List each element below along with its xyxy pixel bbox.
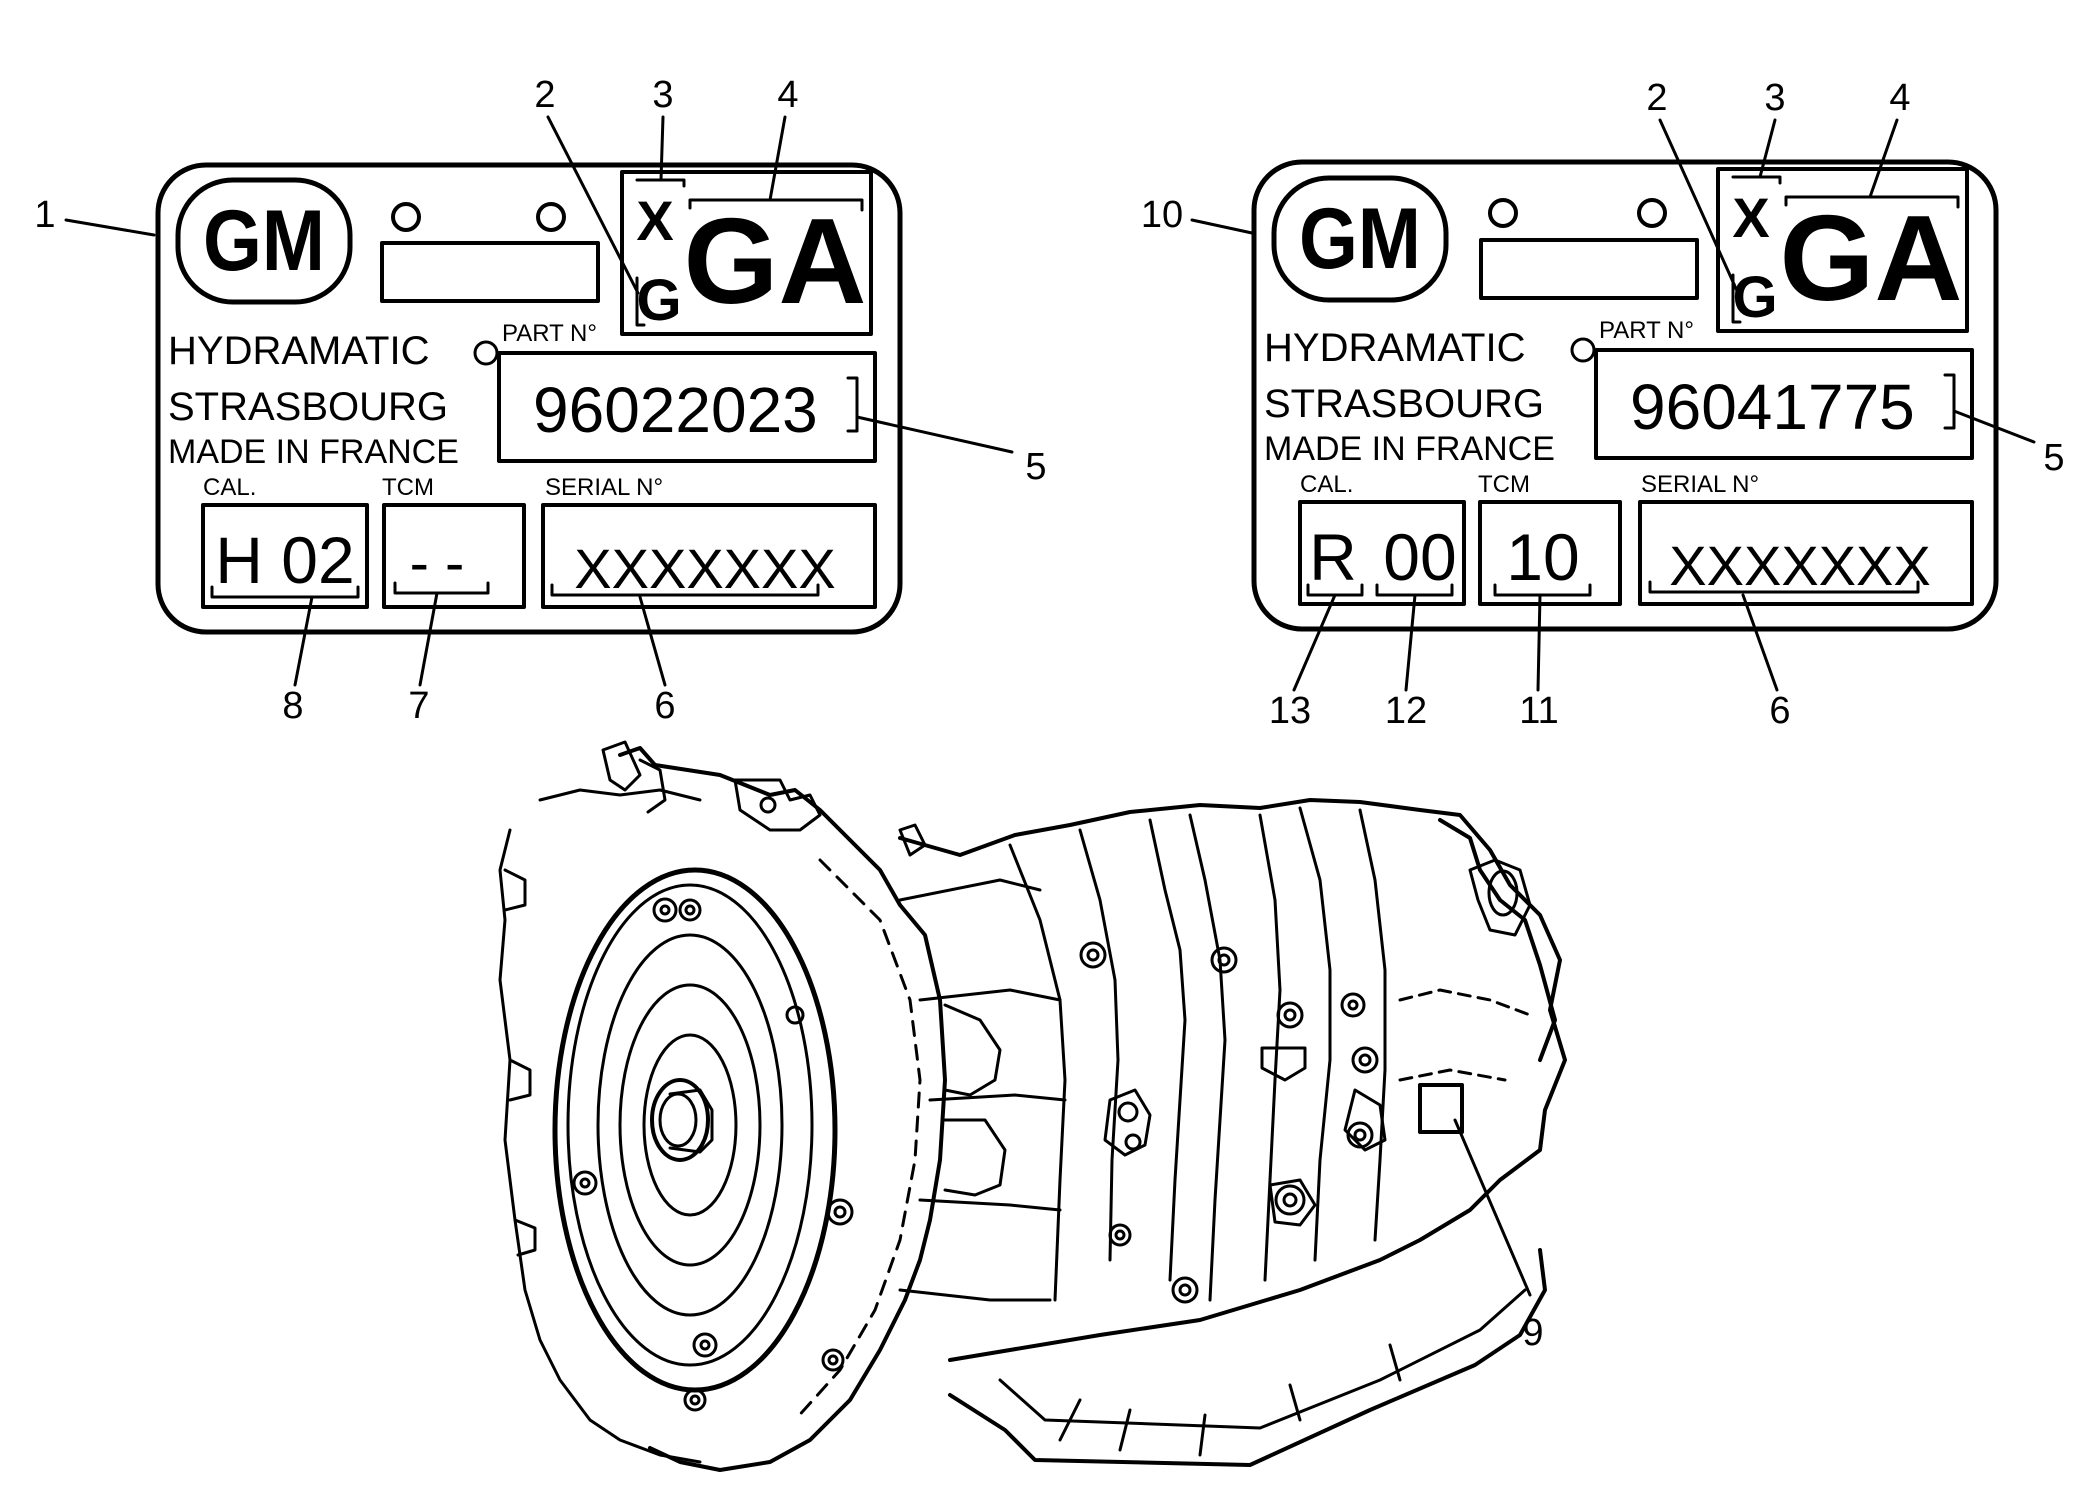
maker-line-1: HYDRAMATIC [1264,326,1525,370]
callout-10: 10 [1141,194,1183,236]
callout-4: 4 [1889,77,1910,119]
bracket-mark [1784,195,1960,209]
code-small-top: X [636,189,673,252]
callout-2: 2 [1646,77,1667,119]
callout-13: 13 [1269,690,1311,732]
maker-line-2: STRASBOURG [1264,382,1544,426]
rivet-hole [1637,198,1667,228]
gm-logo-badge [1271,175,1449,303]
tcm-box [382,503,526,609]
maker-line-1: HYDRAMATIC [168,329,429,373]
serial-caption: SERIAL N° [545,474,663,501]
rivet-hole [536,202,566,232]
cal-caption: CAL. [1300,471,1353,498]
code-box [620,170,873,336]
label-left: GM X G GA HYDRAMATIC STRASBOURG MADE IN … [155,162,903,635]
callout-5: 5 [1025,446,1046,488]
serial-box [1638,500,1974,606]
tcm-value: - - [410,531,465,596]
callout-3: 3 [652,74,673,116]
cal-digits: 00 [1383,520,1456,594]
part-number-box [497,351,877,463]
gm-logo-badge [175,177,353,305]
code-small-top: X [1732,186,1769,249]
tcm-box [1478,500,1622,606]
callout-9: 9 [1522,1312,1543,1354]
label-right: GM X G GA HYDRAMATIC STRASBOURG MADE IN … [1251,159,1999,632]
serial-value: XXXXXXX [1669,534,1930,597]
gm-logo-text: GM [203,193,325,289]
rivet-hole [391,202,421,232]
part-caption: PART N° [1599,317,1694,344]
serial-box [541,503,877,609]
transmission-illustration [498,740,1567,1472]
callout-8: 8 [282,685,303,727]
code-small-bottom: G [636,268,681,333]
code-large: GA [684,193,867,329]
tcm-caption: TCM [1478,471,1530,498]
bracket-mark [550,583,820,597]
bracket-mark [1731,273,1742,324]
gm-logo-text: GM [1299,191,1421,287]
tcm-caption: TCM [382,474,434,501]
callout-7: 7 [408,685,429,727]
cal-box [1298,500,1466,606]
callout-3: 3 [1764,77,1785,119]
callout-5: 5 [2043,437,2064,479]
torque-converter [552,867,838,1393]
id-plate-location [1418,1083,1464,1134]
code-small-bottom: G [1732,265,1777,330]
rivet-hole [1488,198,1518,228]
bracket-mark [846,376,859,433]
callout-11: 11 [1519,690,1558,732]
label-right-callouts: 10 2 3 4 5 6 11 12 13 [1141,77,2065,732]
maker-line-3: MADE IN FRANCE [168,433,459,471]
bracket-mark [1648,580,1920,594]
label-right-outline [1251,159,1999,632]
tail-housing [1438,818,1557,1062]
bracket-mark [1493,583,1592,597]
maker-line-3: MADE IN FRANCE [1264,430,1555,468]
maker-line-2: STRASBOURG [168,385,448,429]
oil-pan [948,1248,1547,1467]
callout-2: 2 [534,74,555,116]
small-circle-mark [473,340,499,366]
label-left-outline [155,162,903,635]
bracket-mark [1731,175,1782,185]
bracket-mark [393,581,490,595]
blank-plate [1479,238,1699,300]
serial-caption: SERIAL N° [1641,471,1759,498]
bracket-mark [635,178,686,188]
part-number: 96041775 [1630,371,1915,443]
callout-12: 12 [1385,690,1427,732]
tcm-value: 10 [1506,520,1579,594]
callout-1: 1 [34,194,55,236]
part-number-box [1594,348,1974,460]
code-large: GA [1780,190,1963,326]
cal-value: H 02 [215,523,354,597]
cal-box [201,503,369,609]
part-number: 96022023 [533,374,818,446]
cal-letter: R [1309,520,1357,594]
main-case [898,798,1567,1362]
bracket-mark [210,585,360,599]
transmission-callouts: 9 [1453,1118,1544,1354]
cal-caption: CAL. [203,474,256,501]
callout-6: 6 [1769,690,1790,732]
blank-plate [380,241,600,303]
callout-4: 4 [777,74,798,116]
label-left-callouts: 1 2 3 4 5 6 7 8 [34,74,1046,727]
part-caption: PART N° [502,320,597,347]
bracket-mark [1943,373,1956,430]
bell-housing [618,746,947,1472]
callout-6: 6 [654,685,675,727]
serial-value: XXXXXXX [574,537,835,600]
small-circle-mark [1570,337,1596,363]
bracket-mark [688,198,864,212]
